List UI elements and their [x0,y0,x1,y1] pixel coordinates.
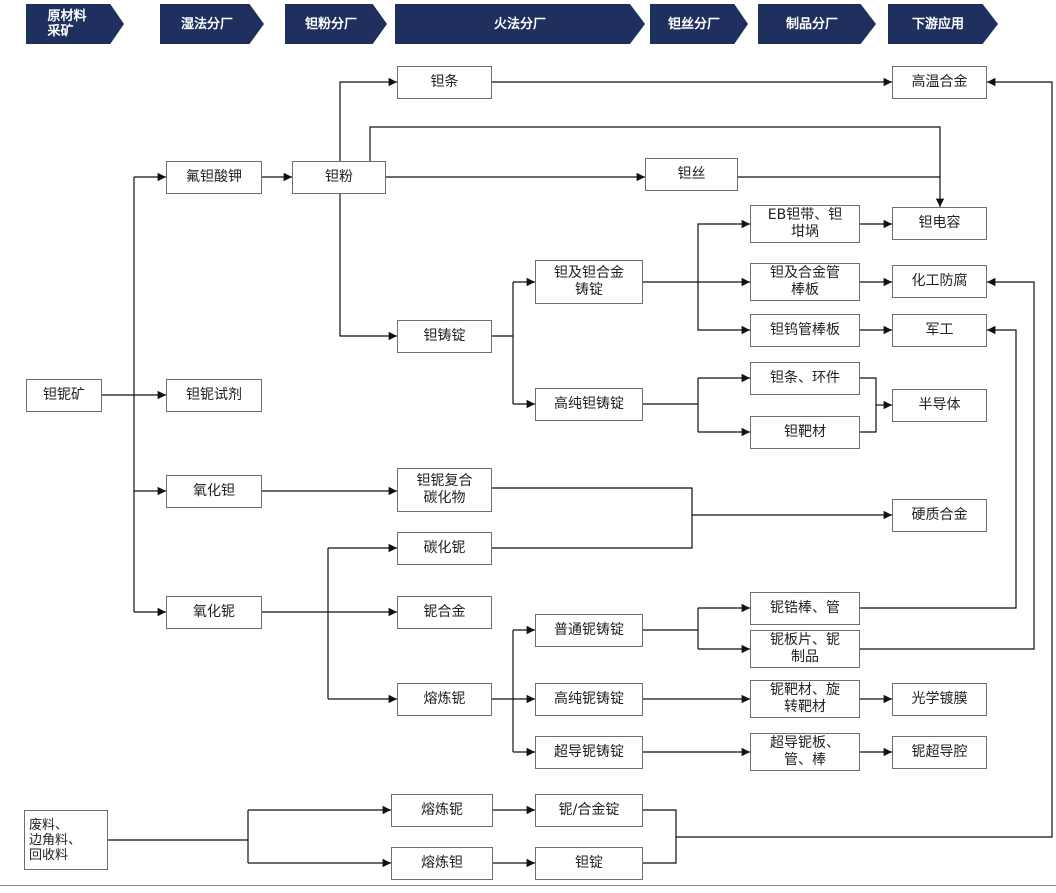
node-nb-alloy: 铌合金 [397,596,492,629]
node-ta-wire: 钽丝 [645,158,738,191]
node-ta-ingot: 钽铸锭 [397,320,492,353]
connector-8 [339,194,397,341]
node-ta-powder: 钽粉 [292,161,386,194]
connector-49 [860,325,1017,609]
stage-downstream: 下游应用 [888,4,998,44]
node-ta-tube-plate: 钽及合金管 棒板 [750,263,860,301]
connector-10 [369,126,945,207]
stage-raw-mining: 原材料 采矿 [26,4,124,44]
node-chem-anticorrosion: 化工防腐 [892,265,987,298]
node-ta-nb-ore: 钽铌矿 [26,379,102,412]
connector-19 [697,282,750,335]
node-hard-alloy: 硬质合金 [892,499,987,532]
bottom-rule [0,885,1056,886]
connector-18 [697,219,750,282]
node-k2taf7: 氟钽酸钾 [166,161,262,194]
node-nb-target: 铌靶材、旋 转靶材 [750,680,860,718]
node-ta-bar-ring: 钽条、环件 [750,362,860,395]
stage-label: 下游应用 [911,16,964,32]
node-ta2o5: 氧化钽 [166,475,262,508]
connector-50 [860,277,1035,650]
node-ta-nb-reagent: 钽铌试剂 [166,379,262,412]
node-semiconductor: 半导体 [892,389,987,422]
node-scrap-melt-nb: 熔炼铌 [391,794,493,827]
stage-product-plant: 制品分厂 [758,4,876,44]
node-ta-bar: 钽条 [397,66,492,99]
node-sc-nb-sheet: 超导铌板、 管、棒 [750,733,860,771]
node-superalloy: 高温合金 [892,66,987,99]
node-military: 军工 [892,314,987,347]
connector-27 [860,377,877,433]
node-melt-nb: 熔炼铌 [397,683,492,716]
node-nb2o5: 氧化铌 [166,596,262,629]
node-ta-ingot-recycled: 钽锭 [535,847,643,880]
node-optical-coating: 光学镀膜 [892,683,987,716]
node-nb-alloy-ingot: 铌/合金锭 [535,794,643,827]
node-ta-target: 钽靶材 [750,416,860,449]
stage-wet-plant: 湿法分厂 [160,4,264,44]
node-ta-nb-carbide: 钽铌复合 碳化物 [397,468,492,512]
stage-label: 原材料 采矿 [47,9,87,39]
connector-30 [492,487,693,549]
node-nb-zr-rod: 铌锆棒、管 [750,592,860,625]
node-scrap-melt-ta: 熔炼钽 [391,847,493,880]
node-nb-carbide: 碳化铌 [397,532,492,565]
stage-label: 湿法分厂 [180,16,233,32]
node-normal-nb-ingot: 普通铌铸锭 [535,614,643,647]
node-sc-nb-ingot: 超导铌铸锭 [535,736,643,769]
node-nb-sheet: 铌板片、铌 制品 [750,630,860,668]
node-nb-sc-cavity: 铌超导腔 [892,736,987,769]
connector-58 [676,77,1053,838]
stage-label: 制品分厂 [785,16,838,32]
stage-ta-powder-plant: 钽粉分厂 [285,4,387,44]
node-eb-strip: EB钽带、钽 坩埚 [750,205,860,243]
node-hp-ta-ingot: 高纯钽铸锭 [535,388,643,421]
stage-ta-wire-plant: 钽丝分厂 [650,4,748,44]
stage-label: 火法分厂 [493,16,546,32]
connector-57 [643,809,677,864]
node-ta-capacitor: 钽电容 [892,207,987,240]
node-scrap-recycle: 废料、 边角料、 回收料 [24,810,108,870]
connector-7 [339,77,397,161]
stage-fire-plant: 火法分厂 [395,4,645,44]
stage-label: 钽丝分厂 [667,16,720,32]
node-hp-nb-ingot: 高纯铌铸锭 [535,683,643,716]
stage-label: 钽粉分厂 [304,16,357,32]
node-ta-alloy-ingot: 钽及钽合金 铸锭 [535,260,643,304]
node-taw-tube: 钽钨管棒板 [750,314,860,347]
